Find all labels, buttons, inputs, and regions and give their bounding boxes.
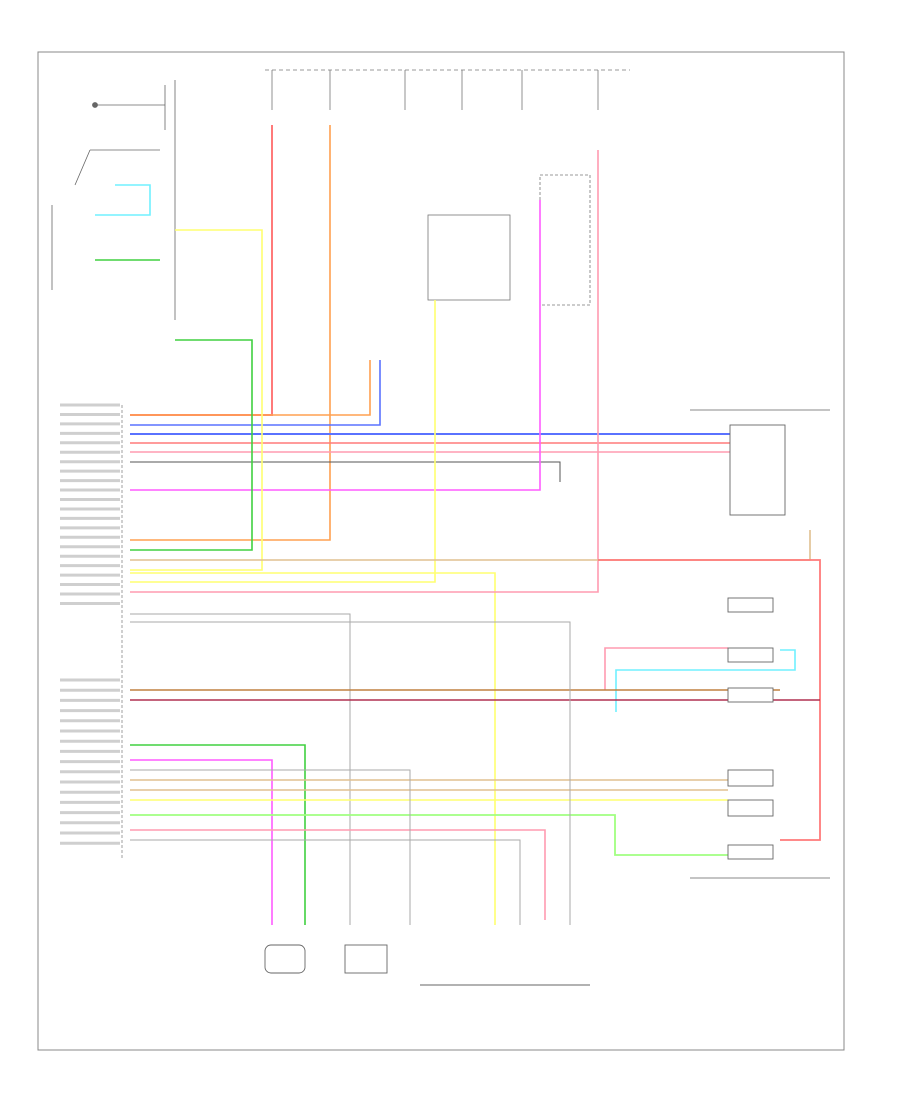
wire-tan-2	[130, 530, 811, 561]
wire-pink-right	[604, 647, 728, 690]
wire-magenta-1	[130, 200, 541, 491]
wire-yellow-3	[130, 300, 436, 583]
pcm-pin-labels	[60, 403, 120, 845]
wires	[95, 125, 821, 925]
wire-tan-1	[130, 125, 331, 541]
trans-range-switch	[690, 409, 830, 879]
wire-magenta-2	[130, 759, 273, 925]
shift-solenoid-b	[727, 799, 774, 817]
wire-blue-1	[130, 360, 381, 426]
pwm-solenoid	[727, 687, 774, 703]
vss-sensor	[264, 944, 306, 974]
wire-gray-4	[130, 621, 571, 925]
wire-yellow-1	[130, 229, 263, 571]
fuse-blocks	[265, 69, 630, 306]
wire-gray-3	[130, 839, 521, 925]
wire-lightgreen-1	[130, 814, 728, 856]
wire-orange-1	[130, 360, 371, 416]
pressure-switch	[727, 647, 774, 663]
wire-green-2	[130, 744, 306, 925]
wire-green-1	[130, 339, 253, 551]
wire-black-3	[130, 461, 561, 482]
wire-red-top	[130, 125, 273, 416]
tcc-solenoid	[727, 597, 774, 613]
wire-cyan-1	[95, 184, 151, 216]
wire-gray-1	[130, 613, 351, 925]
bottom-components	[264, 944, 590, 986]
shift-solenoid-a	[727, 769, 774, 787]
trans-sensor	[344, 944, 388, 974]
diagram-frame	[37, 51, 845, 1051]
shift-solenoid-c	[727, 844, 774, 860]
wire-gray-2	[130, 769, 411, 925]
wire-pink-3	[130, 150, 599, 593]
right-components	[727, 597, 774, 860]
wire-yellow-2	[130, 572, 496, 925]
wire-pink-4	[130, 829, 546, 920]
top-left-switches	[51, 80, 176, 320]
wire-lightgreen-right	[615, 649, 796, 712]
